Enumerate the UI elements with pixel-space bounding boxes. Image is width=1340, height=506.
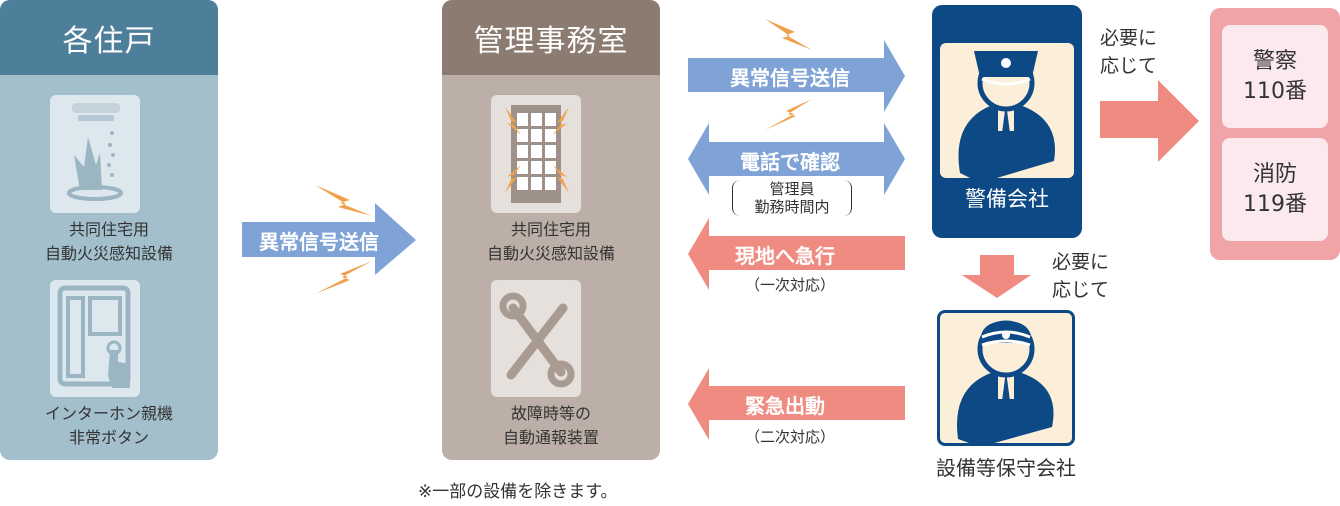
- dispatch-label: 緊急出動: [745, 394, 825, 418]
- residence-item1-caption: 共同住宅用自動火災感知設備: [44, 220, 173, 263]
- residence-item2-caption: インターホン親機非常ボタン: [44, 404, 173, 447]
- intercom-icon: [50, 280, 140, 397]
- signal-arrow-right-2: [688, 40, 905, 112]
- residence-title: 各住戸: [0, 0, 218, 75]
- rush-note: （一次対応）: [744, 276, 835, 294]
- lightning-bolt-icon: [765, 19, 812, 50]
- office-title: 管理事務室: [442, 0, 660, 75]
- residence-panel: 各住戸 共同住宅用自動火災感知設備 インターホン親機非常ボタン: [0, 0, 218, 460]
- as-needed-label-1: 必要に応じて: [1100, 27, 1158, 77]
- maintenance-guard-icon: [937, 310, 1075, 447]
- lightning-bolt-icon: [315, 261, 372, 294]
- footnote: ※一部の設備を除きます。: [418, 482, 618, 502]
- phone-confirm-note: 管理員勤務時間内: [732, 180, 852, 216]
- office-item2-caption: 故障時等の自動通報装置: [502, 404, 599, 447]
- security-company-box: 警備会社: [932, 5, 1082, 238]
- phone-confirm-double-arrow: [688, 123, 905, 195]
- dispatch-arrow-left: [688, 368, 905, 440]
- office-item1-caption: 共同住宅用自動火災感知設備: [486, 220, 615, 263]
- tools-icon: [491, 280, 581, 397]
- phone-confirm-label: 電話で確認: [740, 150, 840, 174]
- as-needed-label-2: 必要に応じて: [1052, 251, 1110, 301]
- dispatch-note: （二次対応）: [744, 428, 835, 446]
- fire-detector-icon: [50, 95, 140, 213]
- guard-icon: [940, 43, 1074, 183]
- maintenance-company-label: 設備等保守会社: [936, 456, 1076, 480]
- signal-arrow-right: [242, 203, 416, 275]
- signal-arrow-label: 異常信号送信: [259, 230, 379, 254]
- security-company-label: 警備会社: [965, 187, 1049, 211]
- as-needed-arrow-down: [962, 255, 1031, 298]
- lightning-bolt-icon: [315, 185, 372, 216]
- signal-arrow-label-2: 異常信号送信: [730, 66, 850, 90]
- as-needed-arrow-right: [1100, 80, 1199, 162]
- rush-label: 現地へ急行: [735, 244, 835, 268]
- fire-panel-icon: [491, 95, 581, 213]
- rush-arrow-left: [688, 218, 905, 290]
- office-panel: 管理事務室 共同住宅用自動火災感知設備 故障時等の自動通報装置: [442, 0, 660, 460]
